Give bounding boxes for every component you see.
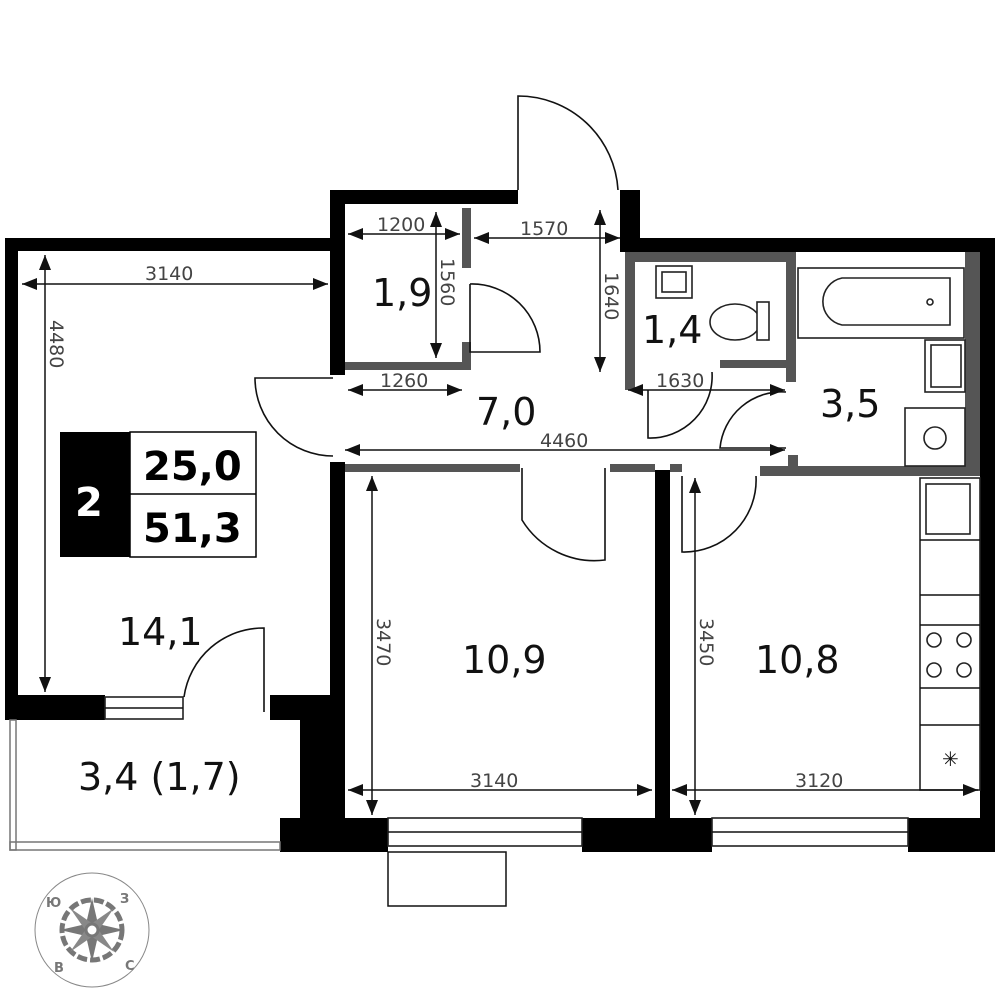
area-living: 14,1 bbox=[118, 610, 203, 654]
area-bedroom: 10,9 bbox=[462, 638, 547, 682]
windows bbox=[104, 696, 909, 847]
svg-text:1570: 1570 bbox=[520, 218, 568, 240]
inner-walls bbox=[345, 208, 980, 476]
svg-text:3120: 3120 bbox=[795, 770, 843, 792]
living-area: 25,0 bbox=[143, 444, 242, 490]
svg-text:1560: 1560 bbox=[436, 258, 458, 306]
svg-text:1630: 1630 bbox=[656, 370, 704, 392]
svg-text:1260: 1260 bbox=[380, 370, 428, 392]
svg-text:С: С bbox=[125, 959, 135, 974]
area-storage: 1,9 bbox=[372, 271, 432, 315]
svg-text:3450: 3450 bbox=[695, 618, 717, 666]
fixtures: ✳ bbox=[655, 265, 981, 791]
svg-text:В: В bbox=[54, 961, 64, 976]
svg-text:3140: 3140 bbox=[145, 263, 193, 285]
area-hall: 7,0 bbox=[476, 390, 536, 434]
svg-text:Ю: Ю bbox=[46, 896, 61, 911]
svg-text:3470: 3470 bbox=[372, 618, 394, 666]
summary-badge: 2 25,0 51,3 bbox=[60, 431, 257, 558]
svg-text:З: З bbox=[120, 892, 129, 907]
stove-icon bbox=[926, 632, 972, 678]
outer-walls bbox=[5, 190, 995, 852]
svg-text:3140: 3140 bbox=[470, 770, 518, 792]
washer-icon bbox=[904, 407, 966, 467]
area-bathroom: 3,5 bbox=[820, 382, 880, 426]
toilet-icon bbox=[709, 303, 761, 341]
room-areas: 14,1 1,9 7,0 1,4 3,5 10,9 10,8 3,4 (1,7) bbox=[78, 271, 880, 799]
area-kitchen: 10,8 bbox=[755, 638, 840, 682]
area-wc: 1,4 bbox=[642, 308, 702, 352]
balcony bbox=[9, 719, 507, 907]
area-balcony: 3,4 (1,7) bbox=[78, 755, 241, 799]
kitchen-sink-icon bbox=[925, 483, 971, 535]
svg-text:1200: 1200 bbox=[377, 214, 425, 236]
svg-text:4480: 4480 bbox=[45, 320, 67, 368]
svg-text:4460: 4460 bbox=[540, 430, 588, 452]
fridge-icon: ✳ bbox=[942, 749, 959, 771]
room-count: 2 bbox=[75, 480, 103, 526]
total-area: 51,3 bbox=[143, 506, 242, 552]
dimension-lines bbox=[22, 210, 978, 815]
svg-text:1640: 1640 bbox=[600, 272, 622, 320]
compass-icon: Ю З В С bbox=[34, 872, 150, 988]
dimension-labels: 3140 4480 1200 1560 1260 1570 1640 1630 … bbox=[45, 214, 843, 792]
